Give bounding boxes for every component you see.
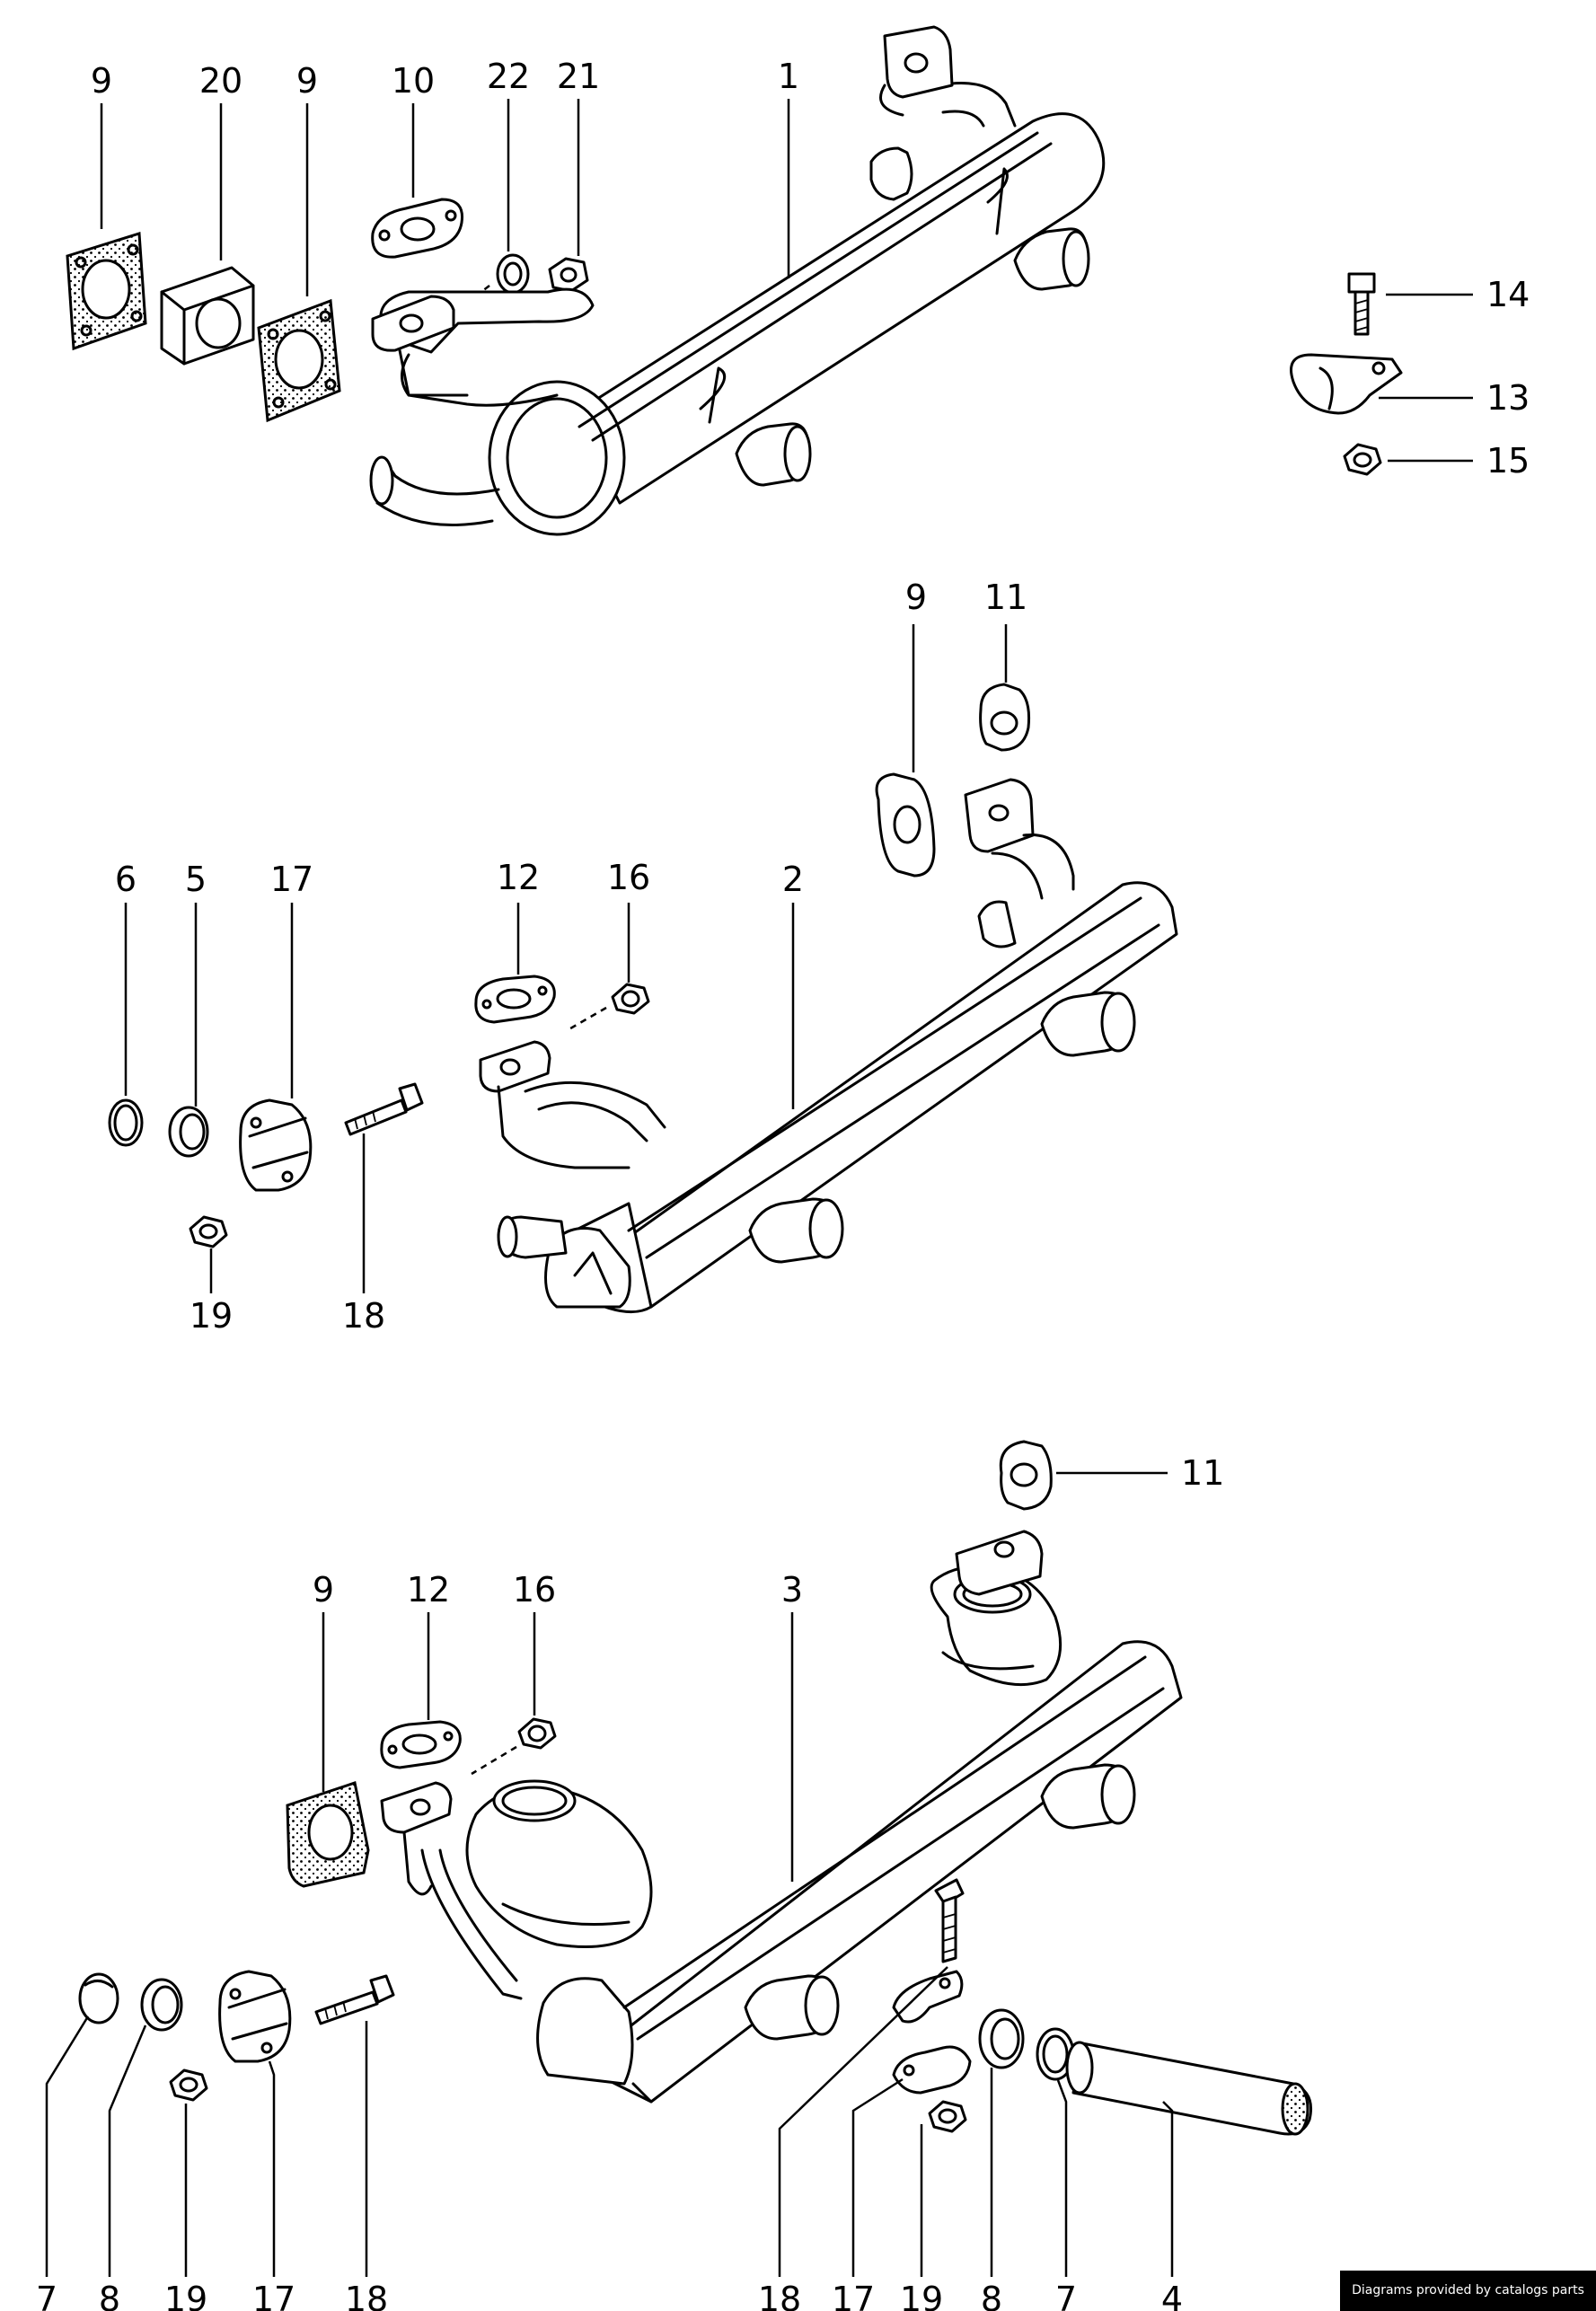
seal-8-b [978, 2008, 1025, 2069]
callout-labels: 9 20 9 10 22 21 1 14 13 15 9 11 6 5 17 1… [36, 57, 1530, 2311]
section-muffler-3 [45, 1440, 1312, 2277]
callout-17: 17 [252, 2280, 295, 2311]
leader-c4 [1162, 2101, 1174, 2277]
seal-8-a [140, 1978, 183, 2032]
callout-16: 16 [513, 1570, 556, 1610]
nut-15 [1343, 443, 1382, 476]
callout-22: 22 [487, 57, 530, 96]
clamp-half-upper [892, 1970, 964, 2024]
muffler-3 [380, 1530, 1183, 2104]
gasket-7-a [78, 1972, 119, 2024]
callout-9: 9 [296, 61, 318, 101]
leader-c17 [268, 2060, 276, 2277]
gasket-9-c [875, 772, 936, 878]
nut-19-b [169, 2068, 208, 2102]
credit-badge: Diagrams provided by catalogs parts [1340, 2271, 1596, 2311]
flange-20 [160, 266, 255, 366]
muffler-1 [369, 25, 1106, 536]
callout-11: 11 [984, 578, 1027, 617]
callout-9: 9 [313, 1570, 334, 1610]
leader-c17b [851, 2077, 904, 2277]
gasket-7-b [1036, 2027, 1075, 2081]
callout-9: 9 [905, 578, 927, 617]
callout-11: 11 [1181, 1453, 1224, 1493]
callout-13: 13 [1486, 378, 1530, 418]
callout-18: 18 [342, 1296, 385, 1336]
bolt-18-a [344, 1082, 424, 1136]
callout-18: 18 [345, 2280, 388, 2311]
callout-12: 12 [497, 858, 540, 897]
nut-16-b [517, 1717, 557, 1750]
callout-19: 19 [900, 2280, 943, 2311]
gasket-12-b [380, 1720, 462, 1769]
callout-17: 17 [270, 860, 313, 899]
washer-22 [496, 253, 530, 295]
bolt-14 [1347, 272, 1376, 336]
seal-5 [168, 1106, 209, 1158]
callout-9: 9 [91, 61, 112, 101]
nut-19-c [928, 2100, 967, 2133]
leader-c7b [1056, 2079, 1068, 2277]
callout-4: 4 [1161, 2280, 1183, 2311]
section-muffler-2 [108, 624, 1178, 1314]
clamp-group [1290, 272, 1473, 476]
clamp-17-c [892, 2045, 972, 2095]
gasket-9-d [286, 1781, 370, 1888]
clamp-13 [1290, 353, 1403, 415]
callout-15: 15 [1486, 441, 1530, 481]
clamp-17-a [239, 1098, 313, 1192]
callout-7: 7 [1055, 2280, 1077, 2311]
callout-6: 6 [115, 860, 137, 899]
nut-21 [548, 257, 589, 293]
callout-17: 17 [832, 2280, 875, 2311]
gasket-11-a [979, 683, 1030, 752]
callout-18: 18 [758, 2280, 801, 2311]
bolt-18-c [934, 1878, 965, 1963]
gasket-9-a [66, 232, 147, 351]
section-muffler-1 [66, 25, 1106, 536]
callout-12: 12 [407, 1570, 450, 1610]
callout-8: 8 [981, 2280, 1002, 2311]
callout-14: 14 [1486, 275, 1530, 314]
clamp-17-b [218, 1970, 292, 2063]
gasket-6 [108, 1098, 144, 1147]
gasket-9-b [257, 298, 341, 423]
nut-19-a [189, 1215, 228, 1248]
muffler-2 [479, 778, 1178, 1314]
callout-20: 20 [199, 61, 242, 101]
callout-8: 8 [99, 2280, 120, 2311]
leader-c18b [778, 1966, 948, 2277]
gasket-11-b [999, 1440, 1053, 1511]
callout-16: 16 [607, 858, 650, 897]
callout-19: 19 [164, 2280, 207, 2311]
callout-19: 19 [190, 1296, 233, 1336]
tailpipe-4 [1065, 2041, 1312, 2136]
leader-c7 [45, 2016, 90, 2277]
callout-1: 1 [778, 57, 799, 96]
gasket-12-a [474, 975, 556, 1024]
callout-3: 3 [781, 1570, 803, 1610]
nut-16-a [611, 983, 650, 1015]
callout-5: 5 [185, 860, 207, 899]
callout-10: 10 [392, 61, 435, 101]
callout-21: 21 [557, 57, 600, 96]
callout-2: 2 [782, 860, 804, 899]
bolt-18-b [314, 1974, 395, 2025]
callout-7: 7 [36, 2280, 57, 2311]
leader-c8 [108, 2024, 147, 2277]
gasket-10 [371, 198, 464, 259]
